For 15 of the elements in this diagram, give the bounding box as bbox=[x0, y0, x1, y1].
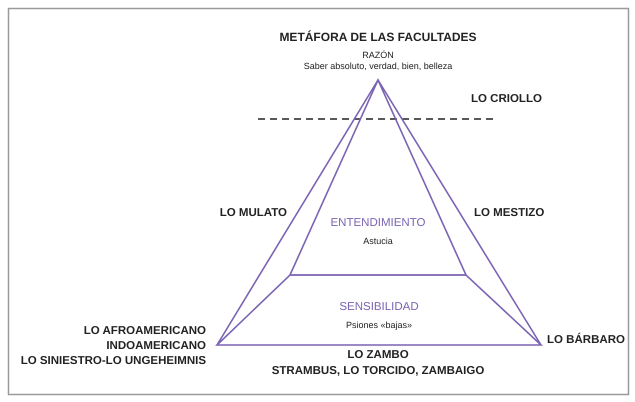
base-note: STRAMBUS, LO TORCIDO, ZAMBAIGO bbox=[270, 365, 486, 379]
corner-label: LO SINIESTRO-LO UNGEHEIMNIS bbox=[20, 355, 206, 369]
side-label: LO MULATO bbox=[220, 207, 287, 221]
apex-note: Saber absoluto, verdad, bien, belleza bbox=[302, 61, 454, 72]
corner-label: LO BÁRBARO bbox=[547, 334, 625, 348]
side-label: LO MESTIZO bbox=[474, 207, 544, 221]
section-heading: ENTENDIMIENTO bbox=[330, 217, 426, 229]
apex-label: RAZÓN bbox=[361, 50, 395, 61]
corner-label: INDOAMERICANO bbox=[106, 340, 206, 354]
corner-label: LO AFROAMERICANO bbox=[84, 325, 206, 339]
section-note: Psiones «bajas» bbox=[344, 320, 414, 330]
region-label: LO CRIOLLO bbox=[471, 93, 542, 107]
section-note: Astucia bbox=[362, 236, 394, 246]
diagram-title: METÁFORA DE LAS FACULTADES bbox=[278, 30, 478, 44]
section-heading: SENSIBILIDAD bbox=[338, 301, 420, 313]
